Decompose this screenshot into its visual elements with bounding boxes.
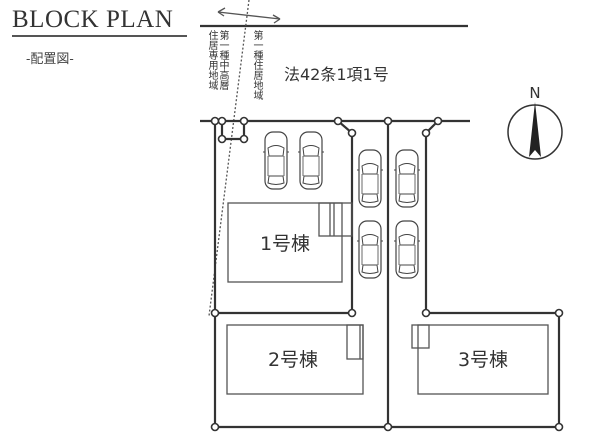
parking-car-icon	[356, 149, 384, 208]
road-label: 法42条1項1号	[284, 65, 389, 84]
parking-car-icon	[297, 131, 325, 190]
building-3-label: 3号棟	[458, 349, 508, 371]
parking-car-icon	[356, 220, 384, 279]
zone-label-left: 第一種中高層住居専用地域	[206, 30, 228, 96]
north-label: N	[529, 84, 540, 102]
zone-boundary-arrow	[217, 7, 281, 24]
parking-car-icon	[262, 131, 290, 190]
north-arrow-icon	[529, 102, 541, 157]
title-underline	[12, 35, 187, 37]
parking-car-icon	[393, 149, 421, 208]
lot-boundaries	[200, 116, 564, 432]
parking-car-icon	[393, 220, 421, 279]
north-compass: N	[507, 84, 563, 160]
building-2-label: 2号棟	[268, 349, 318, 371]
plan-title: BLOCK PLAN	[12, 6, 174, 33]
plan-subtitle: -配置図-	[26, 52, 74, 67]
building-2[interactable]: 2号棟	[226, 324, 364, 395]
building-3[interactable]: 3号棟	[411, 324, 549, 395]
building-1[interactable]: 1号棟	[227, 202, 353, 283]
building-1-label: 1号棟	[260, 233, 310, 255]
zone-label-right: 第一種住居地域	[251, 30, 262, 102]
